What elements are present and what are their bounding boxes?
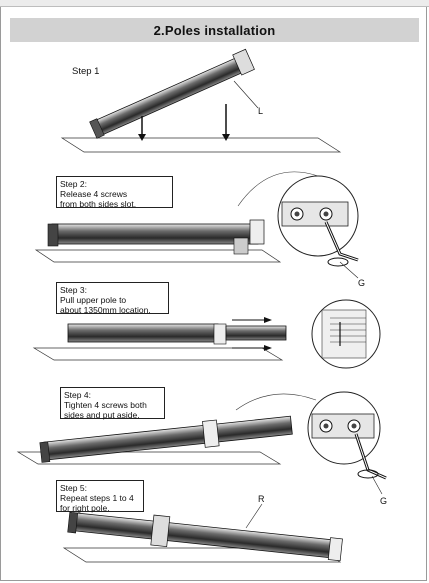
top-rule: [0, 0, 429, 7]
leader-r: [245, 503, 263, 529]
section-banner: 2.Poles installation: [10, 18, 419, 42]
zoom-leader: [235, 393, 317, 411]
step-5-box: Step 5: Repeat steps 1 to 4 for right po…: [56, 480, 144, 513]
leader-l: [233, 80, 259, 109]
callout-r: R: [258, 494, 265, 504]
hex-key-icon: [354, 433, 387, 480]
step-5-label: Step 5:: [60, 483, 87, 493]
step-2-floor: [34, 249, 282, 263]
callout-g-step4: G: [380, 496, 388, 506]
step-1-illustration: [60, 48, 342, 153]
step-1-label: Step 1: [72, 66, 100, 77]
step-4-box: Step 4: Tighten 4 screws both sides and …: [60, 387, 165, 420]
step-2-line-1: Release 4 screws: [60, 189, 128, 199]
step-4-label: Step 4:: [64, 390, 91, 400]
arrow-down-icon: [138, 116, 146, 141]
step-4-illustration: [16, 391, 387, 495]
step-2-line-2: from both sides slot.: [60, 199, 137, 209]
step-1-floor: [60, 137, 342, 153]
step-2-label: Step 2:: [60, 179, 87, 189]
hex-key-icon: [324, 221, 359, 267]
step-5-line-1: Repeat steps 1 to 4: [60, 493, 134, 503]
screw-icon: [347, 419, 361, 433]
step-2-illustration: [34, 171, 359, 279]
step-2-box: Step 2: Release 4 screws from both sides…: [56, 176, 173, 209]
step-3-label: Step 3:: [60, 285, 87, 295]
zoom-leader: [237, 171, 319, 207]
step-3-illustration: [32, 299, 381, 369]
step-1-pole: [89, 48, 255, 139]
step-5-pole: [67, 511, 343, 562]
step-3-line-1: Pull upper pole to: [60, 295, 127, 305]
step-4-line-2: sides and put aside.: [64, 410, 140, 420]
step-5-illustration: [62, 503, 343, 563]
step-3-line-2: about 1350mm location.: [60, 305, 151, 315]
step-2-pole: [51, 223, 259, 245]
step-5-line-2: for right pole.: [60, 503, 110, 513]
page-title: 2.Poles installation: [153, 22, 276, 38]
step-4-line-1: Tighten 4 screws both: [64, 400, 147, 410]
step-3-pole-lower: [67, 323, 219, 343]
step-5-floor: [62, 547, 342, 563]
callout-g-step2: G: [358, 278, 366, 288]
callout-l: L: [258, 106, 264, 116]
arrow-down-icon: [222, 104, 230, 141]
step-4-pole: [39, 415, 293, 463]
screw-icon: [319, 419, 333, 433]
screw-icon: [290, 207, 304, 221]
step-4-floor: [16, 451, 282, 465]
step-3-box: Step 3: Pull upper pole to about 1350mm …: [56, 282, 169, 315]
screw-icon: [319, 207, 333, 221]
step-3-pole-upper: [225, 325, 287, 341]
step-3-floor: [32, 347, 284, 361]
